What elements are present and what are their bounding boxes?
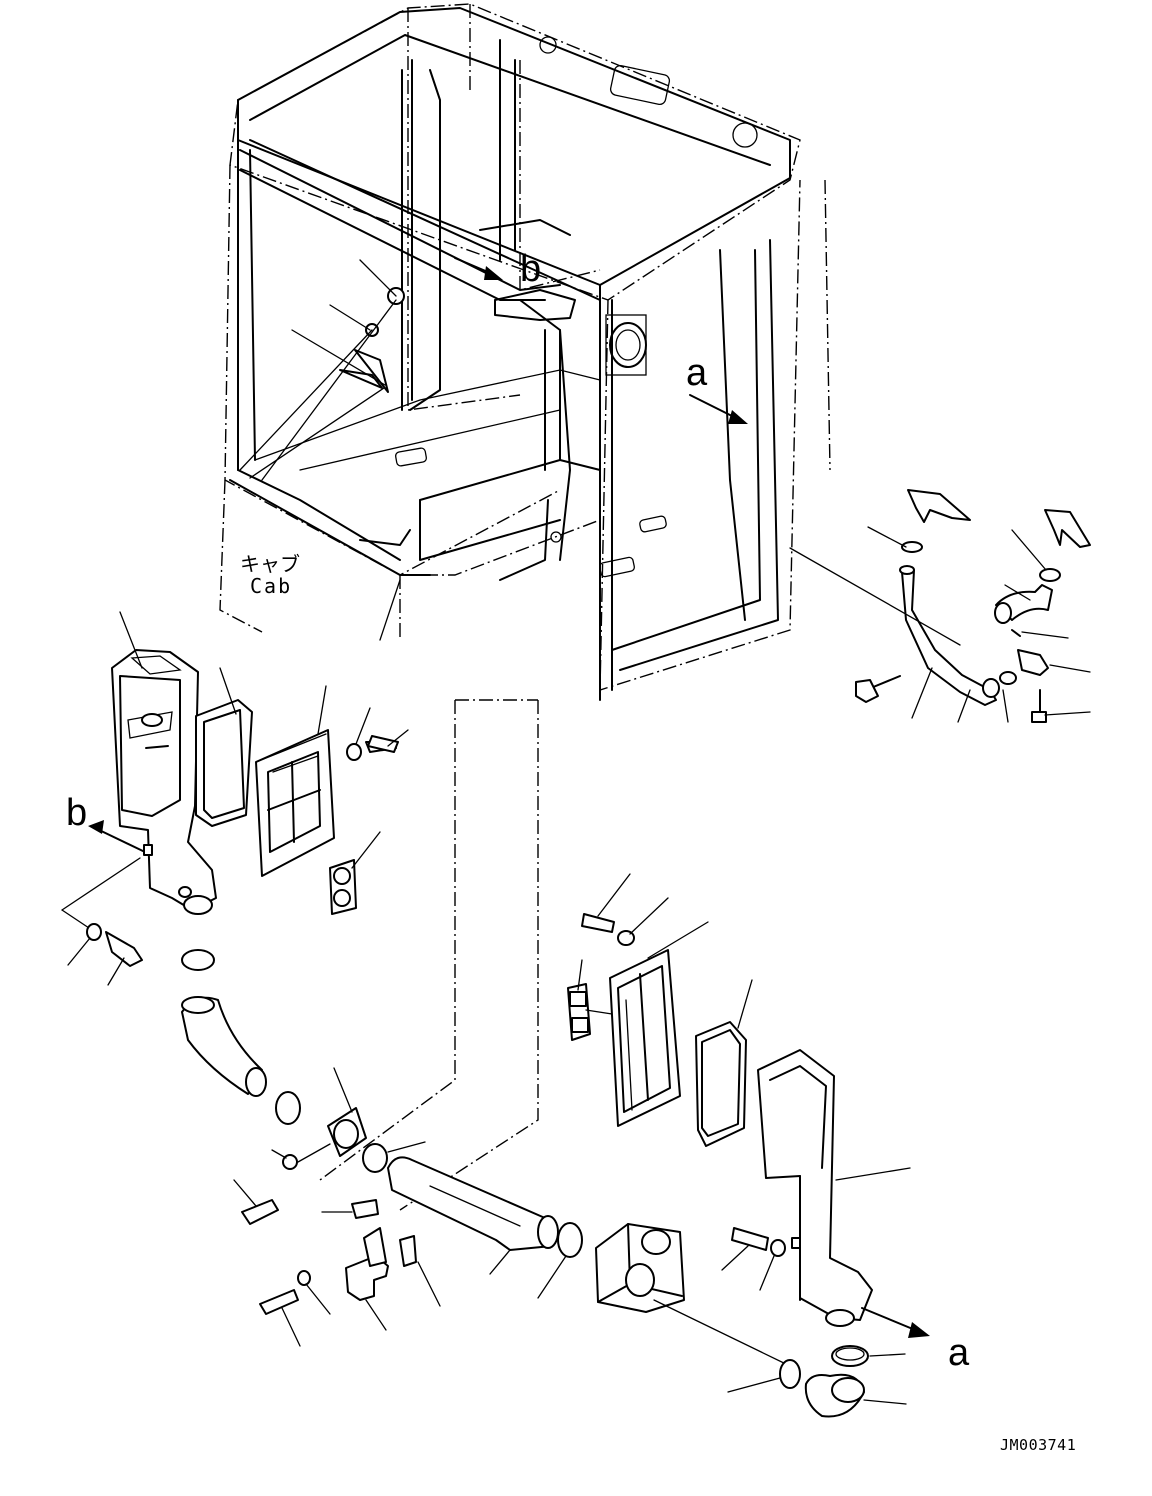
reference-b-top: b bbox=[520, 248, 542, 290]
left-duct-assembly bbox=[61, 611, 409, 986]
drawing-number: JM003741 bbox=[1000, 1436, 1077, 1454]
cab-structure bbox=[229, 7, 791, 701]
hose-assembly-top-right bbox=[789, 489, 1091, 723]
reference-a-top: a bbox=[686, 352, 708, 394]
reference-a-bottom: a bbox=[948, 1332, 970, 1374]
reference-b-left: b bbox=[66, 792, 88, 834]
cab-label-english: Cab bbox=[250, 574, 293, 598]
center-duct-parts bbox=[181, 949, 791, 1367]
cab-leader-lines bbox=[239, 257, 748, 641]
right-duct-assembly bbox=[567, 873, 930, 1418]
cab-label-japanese: キャブ bbox=[240, 552, 300, 576]
